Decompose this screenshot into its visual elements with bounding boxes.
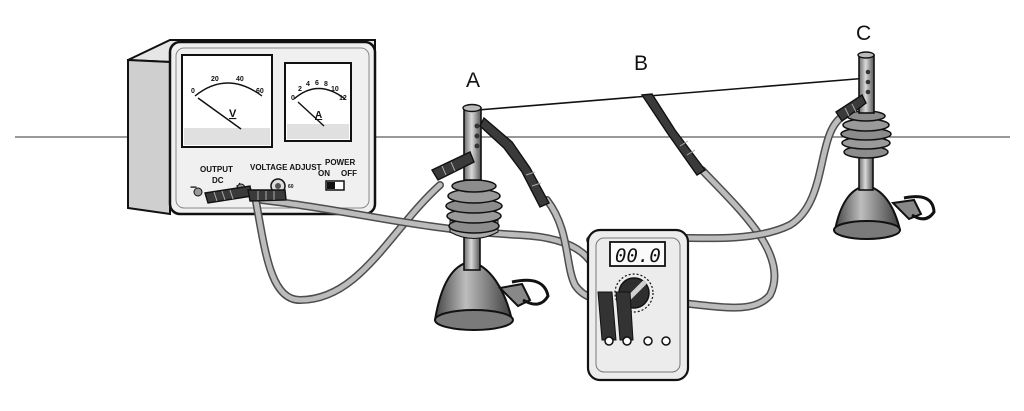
multimeter-display: 00.0 (615, 245, 661, 267)
ammeter: 0 2 4 6 8 10 12 A (284, 62, 352, 142)
ammeter-scale-12: 12 (339, 95, 347, 102)
clip-a-left (431, 151, 475, 181)
clip-a-right (479, 116, 550, 208)
power-supply: 0 20 40 60 V 0 2 4 6 8 10 12 A OUTPUT DC… (127, 39, 377, 216)
voltmeter-needle (197, 97, 242, 130)
label-point-b: B (634, 52, 648, 75)
voltmeter-scale-40: 40 (236, 76, 244, 83)
voltmeter-scale-60: 60 (256, 88, 264, 95)
voltage-adjust-label: VOLTAGE ADJUST (250, 163, 322, 172)
label-point-a: A (466, 69, 480, 92)
label-point-c: C (856, 22, 871, 45)
minus-terminal-label: − (190, 180, 197, 194)
ammeter-scale-10: 10 (331, 86, 339, 93)
multimeter-jack-4 (661, 336, 671, 346)
power-label: POWER (325, 158, 355, 167)
output-sub-label: DC (212, 176, 224, 185)
ammeter-scale-8: 8 (324, 81, 328, 88)
ammeter-scale-6: 6 (315, 80, 319, 87)
stand-c (833, 51, 936, 240)
multimeter-jack-2 (622, 336, 632, 346)
clip-c (835, 93, 867, 123)
voltmeter-scale-20: 20 (211, 76, 219, 83)
ammeter-scale-2: 2 (298, 86, 302, 93)
voltage-adjust-knob-value: 60 (288, 184, 294, 190)
multimeter-jack-3 (643, 336, 653, 346)
minus-terminal (193, 187, 203, 197)
clip-terminal-plus (247, 189, 287, 202)
ammeter-needle (297, 101, 325, 127)
multimeter: 00.0 (586, 228, 690, 382)
voltmeter-scale-0: 0 (191, 88, 195, 95)
output-label: OUTPUT (200, 165, 233, 174)
ammeter-scale-0: 0 (291, 95, 295, 102)
voltmeter: 0 20 40 60 V (181, 54, 273, 148)
power-off-label: OFF (341, 169, 357, 178)
stand-a (433, 103, 550, 331)
voltmeter-unit: V (229, 108, 237, 120)
power-on-label: ON (318, 169, 330, 178)
resistance-wire (477, 77, 869, 111)
multimeter-jack-1 (604, 336, 614, 346)
ammeter-unit: A (315, 110, 322, 121)
clip-b (640, 93, 707, 176)
ammeter-scale-4: 4 (306, 81, 310, 88)
